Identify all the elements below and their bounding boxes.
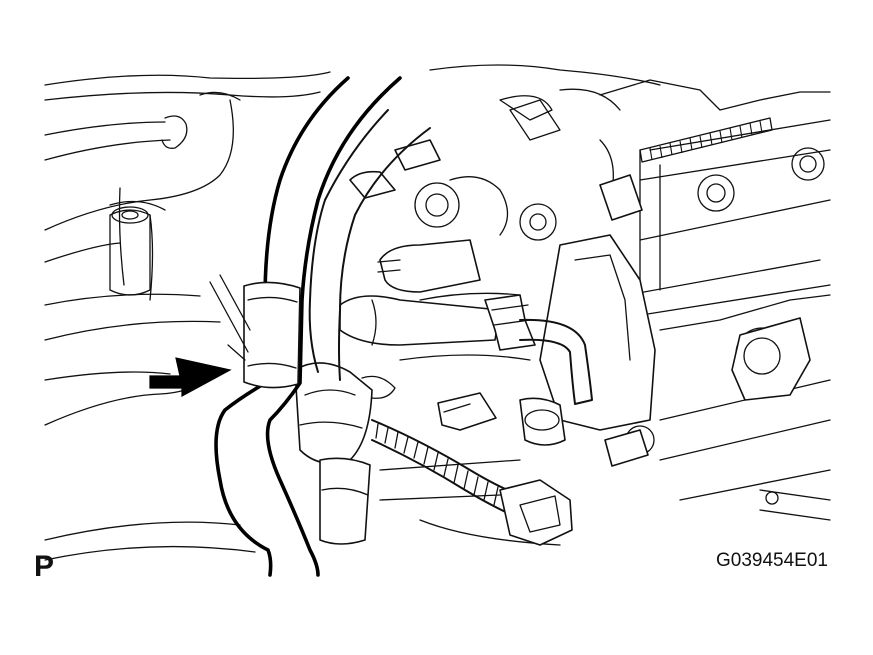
main-hose <box>214 76 431 577</box>
view-letter: P <box>34 550 55 583</box>
valve-bodies <box>349 95 811 546</box>
small-hoses <box>294 294 593 545</box>
hose-clamp <box>209 274 301 389</box>
gasket-band <box>639 117 773 301</box>
pointer-arrow <box>149 357 232 398</box>
figure-code: G039454E01 <box>716 550 828 571</box>
timing-belt <box>371 419 521 516</box>
